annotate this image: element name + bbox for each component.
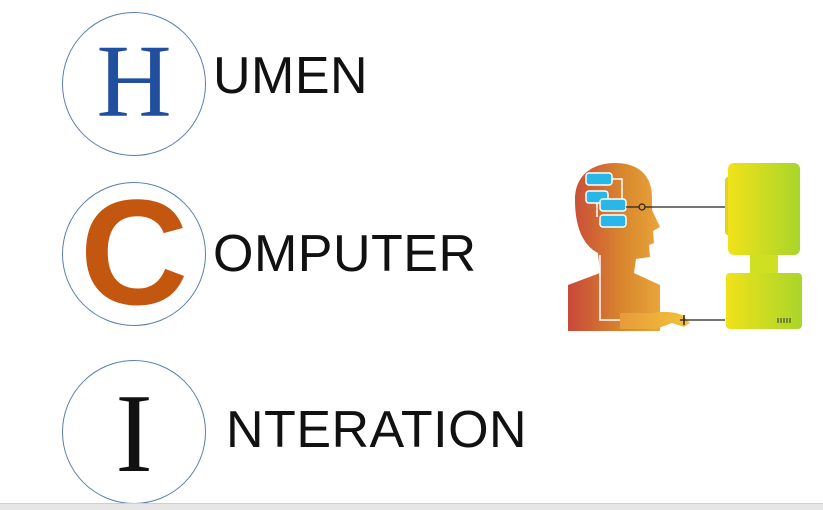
big-letter-c: C: [79, 168, 189, 336]
word-interation: NTERATION: [226, 401, 528, 459]
letter-circle-c: [62, 182, 206, 326]
big-letter-i: I: [115, 372, 153, 496]
big-letter-h: H: [96, 24, 172, 139]
word-computer: OMPUTER: [213, 225, 477, 283]
computer-icon: [725, 163, 802, 329]
word-humen: UMEN: [213, 47, 369, 105]
eye-link: [626, 203, 725, 325]
letter-circle-h: [62, 12, 206, 156]
bottom-scrollbar[interactable]: [0, 503, 823, 510]
human-silhouette: [568, 163, 690, 331]
brain-diagram: [585, 172, 627, 321]
human-computer-interaction-icon: [568, 163, 802, 331]
